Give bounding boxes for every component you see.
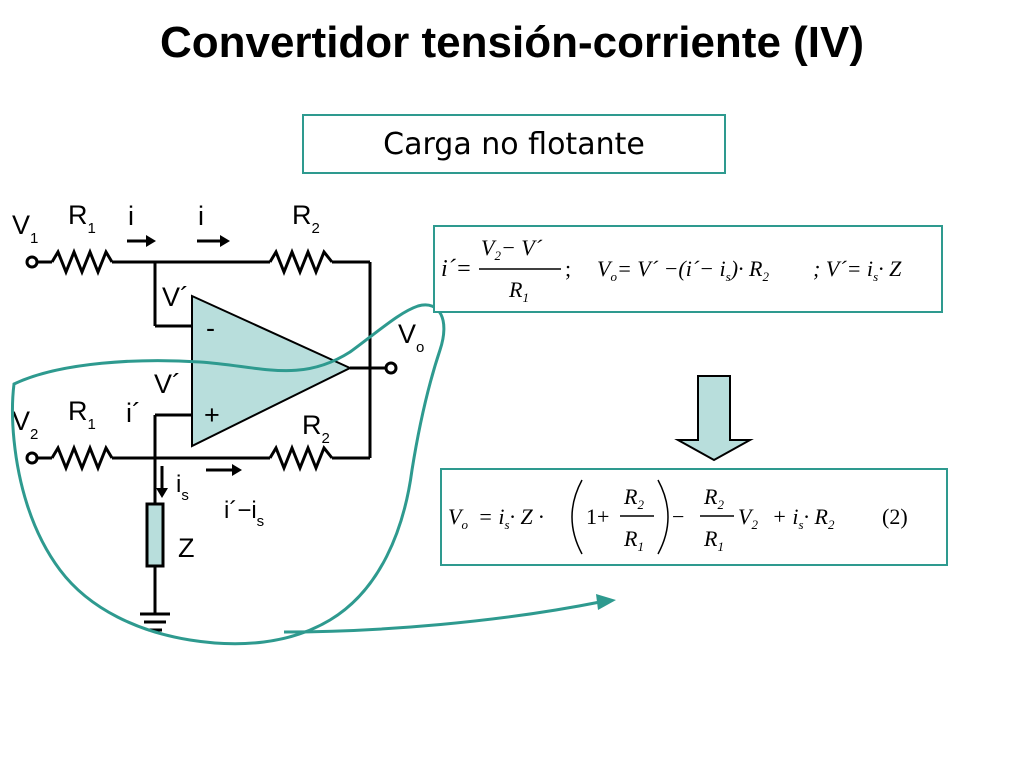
equation-box-1: i´= V2− V´ R1 ; Vo= V´ −(i´− is)· R2 ; V… bbox=[433, 225, 943, 313]
z-label: Z bbox=[178, 533, 195, 563]
equation-1: i´= V2− V´ R1 ; Vo= V´ −(i´− is)· R2 ; V… bbox=[441, 235, 902, 305]
r2-top-label: R2 bbox=[292, 200, 320, 237]
current-arrow-icon bbox=[206, 464, 242, 476]
i-label-left: i bbox=[128, 201, 134, 231]
left-paren bbox=[571, 479, 583, 555]
i-label-right: i bbox=[198, 201, 204, 231]
pointer-arrowhead-icon bbox=[596, 594, 616, 610]
eq1-part3: ; V´= is· Z bbox=[813, 256, 902, 284]
eq2-is: = is· Z · bbox=[478, 504, 544, 532]
minus-sign: - bbox=[206, 313, 215, 343]
i-prime-label: i´ bbox=[126, 398, 141, 428]
current-arrow-icon bbox=[197, 235, 230, 247]
v1-label: V1 bbox=[12, 210, 38, 247]
highlight-loop bbox=[11, 303, 446, 646]
v1-terminal bbox=[25, 255, 39, 269]
eq2-vo: Vo bbox=[448, 504, 468, 532]
subtitle-box: Carga no flotante bbox=[302, 114, 726, 174]
is-label: is bbox=[176, 471, 189, 504]
eq2-tail: + is· R2 bbox=[772, 504, 835, 532]
v2-label: V2 bbox=[12, 406, 38, 443]
eq2-frac-num: R2 bbox=[623, 484, 644, 512]
vo-label: Vo bbox=[398, 319, 424, 356]
equation-2: Vo = is· Z · 1+ R2 R1 − R2 R1 V2 + is· R… bbox=[448, 479, 908, 555]
r2-bottom-resistor bbox=[268, 443, 334, 473]
i-minus-is-label: i´−is bbox=[224, 497, 264, 530]
current-arrow-icon bbox=[156, 466, 168, 498]
r1-bottom-label: R1 bbox=[68, 396, 96, 433]
eq2-one: 1+ bbox=[586, 504, 609, 529]
equation-box-2: Vo = is· Z · 1+ R2 R1 − R2 R1 V2 + is· R… bbox=[440, 468, 948, 566]
eq2-frac-den: R1 bbox=[623, 526, 644, 554]
eq2-number: (2) bbox=[882, 504, 908, 529]
current-arrow-icon bbox=[127, 235, 156, 247]
eq2-v2: V2 bbox=[738, 504, 758, 532]
slide-title: Convertidor tensión-corriente (IV) bbox=[159, 18, 865, 67]
eq1-numerator: V2− V´ bbox=[481, 235, 543, 263]
down-arrow-icon bbox=[674, 375, 754, 462]
eq2-frac2-den: R1 bbox=[703, 526, 724, 554]
eq1-lhs: i´= bbox=[441, 256, 472, 282]
right-paren bbox=[657, 479, 669, 555]
eq1-separator: ; bbox=[565, 256, 571, 281]
eq2-frac2-num: R2 bbox=[703, 484, 724, 512]
subtitle-text: Carga no flotante bbox=[383, 126, 645, 162]
v2-terminal bbox=[25, 451, 39, 465]
plus-sign: + bbox=[204, 400, 220, 430]
z-load bbox=[145, 502, 165, 568]
r2-bottom-label: R2 bbox=[302, 410, 330, 447]
vprime-bottom-label: V´ bbox=[154, 369, 181, 399]
r1-top-resistor bbox=[50, 247, 114, 277]
eq1-denominator: R1 bbox=[508, 277, 529, 305]
r1-bottom-resistor bbox=[50, 443, 114, 473]
eq1-part2: Vo= V´ −(i´− is)· R2 bbox=[597, 256, 769, 284]
eq2-minus: − bbox=[672, 504, 684, 529]
pointer-arrow bbox=[283, 600, 601, 634]
vo-terminal bbox=[384, 361, 398, 375]
r2-top-resistor bbox=[268, 247, 334, 277]
vprime-top-label: V´ bbox=[162, 282, 189, 312]
r1-top-label: R1 bbox=[68, 200, 96, 237]
